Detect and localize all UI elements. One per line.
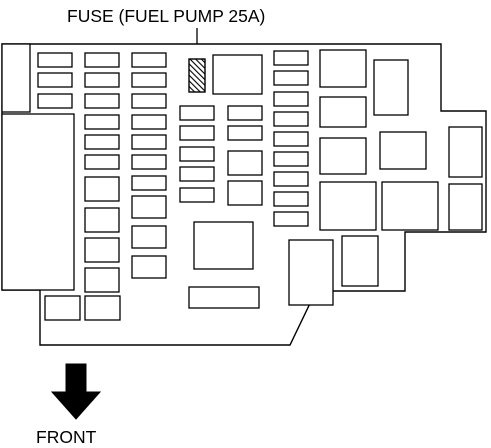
relay-block-tall: [341, 235, 379, 287]
relay-slot: [379, 131, 427, 170]
relay-slot-tall: [373, 59, 409, 116]
fuse-slot-bottom: [44, 295, 81, 321]
fuse-slot-large: [84, 267, 120, 293]
left-relay-slot: [1, 43, 31, 113]
fuse-slot: [179, 146, 215, 162]
fuse-slot: [131, 114, 167, 130]
fuse-slot: [273, 111, 309, 127]
connector-block: [188, 286, 260, 309]
fuse-column-3: [131, 52, 167, 279]
fuse-column-1: [37, 52, 73, 109]
relay-slot: [212, 54, 263, 95]
fuse-slot: [131, 175, 167, 191]
fuse-slot: [37, 52, 73, 68]
fuse-column-4: [179, 105, 215, 203]
fuse-slot: [273, 171, 309, 187]
fuse-slot: [273, 70, 309, 86]
fuse-slot: [37, 72, 73, 88]
arrow-down-icon: [50, 363, 102, 420]
fuse-slot-large: [84, 207, 120, 233]
fuse-slot: [179, 105, 215, 121]
relay-block-tall: [288, 239, 334, 306]
fuse-slot: [179, 166, 215, 182]
fuse-slot-bottom: [84, 295, 121, 321]
fuse-slot: [131, 93, 167, 109]
fuse-slot-large: [131, 225, 167, 249]
fuse-slot-large: [131, 255, 167, 279]
relay-block-center: [193, 221, 254, 270]
fuel-pump-fuse-callout-label: FUSE (FUEL PUMP 25A): [67, 6, 265, 26]
fuse-column-6: [273, 50, 309, 227]
fuel-pump-fuse-highlight: [188, 58, 206, 93]
fuse-slot: [131, 134, 167, 150]
fuse-slot-large: [131, 195, 167, 219]
front-direction-label: FRONT: [36, 427, 97, 447]
fuse-slot: [131, 154, 167, 170]
fuse-slot: [84, 72, 120, 88]
fuse-slot: [179, 125, 215, 141]
fuse-slot: [273, 151, 309, 167]
fuse-slot: [37, 93, 73, 109]
fuse-slot: [273, 191, 309, 207]
fuse-slot: [273, 211, 309, 227]
fuse-slot-large: [227, 150, 263, 176]
fuse-slot-large: [84, 237, 120, 263]
fuse-slot-large: [227, 180, 263, 206]
fuse-slot: [273, 131, 309, 147]
fuse-slot-large: [84, 176, 120, 202]
fuse-slot: [131, 52, 167, 68]
left-main-block: [1, 113, 75, 291]
relay-block: [381, 181, 439, 231]
relay-slot-tall: [448, 183, 483, 231]
fuse-column-2: [84, 52, 120, 293]
fuse-slot: [84, 52, 120, 68]
fuse-slot: [84, 134, 120, 150]
fuse-slot: [179, 187, 215, 203]
relay-slot: [319, 137, 367, 175]
fuse-slot: [131, 72, 167, 88]
fuse-slot: [227, 125, 263, 141]
relay-block: [319, 181, 377, 231]
fuse-slot: [84, 154, 120, 170]
fuse-slot: [84, 93, 120, 109]
relay-slot: [319, 96, 367, 128]
fuse-slot: [227, 105, 263, 121]
fuse-slot: [273, 50, 309, 66]
fuse-column-5: [227, 105, 263, 206]
fuse-slot: [273, 91, 309, 107]
relay-slot: [319, 49, 367, 88]
fuse-slot: [84, 114, 120, 130]
relay-slot-tall: [448, 126, 483, 178]
